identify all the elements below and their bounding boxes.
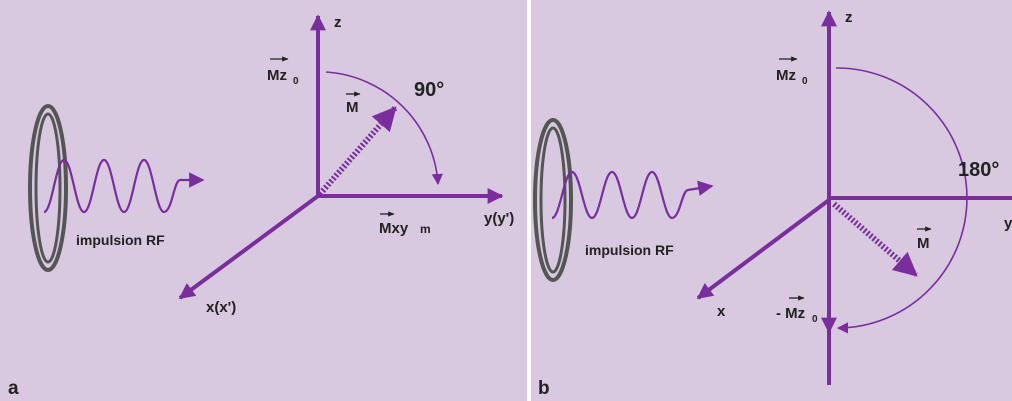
- x-axis: [696, 198, 831, 300]
- mxy-label: Mxy m: [379, 211, 431, 237]
- panel-a-background: [0, 0, 527, 401]
- z-axis-label: z: [334, 14, 342, 31]
- mz0-label: Mz 0: [776, 56, 808, 87]
- rf-wave-icon: [43, 158, 205, 214]
- rotation-arc: [835, 67, 968, 334]
- svg-text:M: M: [917, 235, 930, 252]
- svg-text:0: 0: [812, 314, 818, 325]
- angle-label: 180°: [958, 159, 999, 181]
- m-vector: [317, 106, 398, 196]
- z-axis-label: z: [845, 9, 853, 26]
- svg-text:M: M: [346, 99, 359, 116]
- svg-text:0: 0: [802, 76, 808, 87]
- m-label: M: [917, 226, 932, 252]
- svg-text:Mz: Mz: [776, 67, 796, 84]
- y-axis-label: y: [1004, 215, 1012, 232]
- panel-b-background: [531, 0, 1012, 401]
- angle-label: 90°: [414, 79, 444, 101]
- mz0-label: Mz 0: [267, 56, 299, 87]
- x-axis: [178, 194, 320, 300]
- svg-text:0: 0: [293, 76, 299, 87]
- panel-divider: [527, 0, 531, 401]
- panel-b: impulsion RF z y x 180° Mz 0 M -: [533, 9, 1012, 399]
- rotation-arc: [325, 71, 443, 186]
- svg-text:Mxy: Mxy: [379, 220, 409, 237]
- rf-label: impulsion RF: [585, 242, 674, 258]
- panel-a: impulsion RF z y(y') x(x') 90° Mz 0 M Mx…: [8, 14, 514, 399]
- m-label: M: [346, 91, 361, 116]
- svg-text:- Mz: - Mz: [776, 305, 805, 322]
- x-axis-label: x(x'): [206, 299, 236, 316]
- rf-coil-icon: [28, 104, 68, 272]
- svg-text:m: m: [420, 222, 431, 236]
- panel-letter: a: [8, 378, 19, 399]
- rf-coil-icon: [533, 118, 573, 282]
- y-axis-label: y(y'): [484, 210, 514, 227]
- minus-mz0-label: - Mz 0: [776, 295, 818, 325]
- x-axis-label: x: [717, 303, 726, 320]
- rf-label: impulsion RF: [76, 232, 165, 248]
- rf-wave-icon: [551, 170, 714, 220]
- panel-letter: b: [538, 378, 550, 399]
- svg-text:Mz: Mz: [267, 67, 287, 84]
